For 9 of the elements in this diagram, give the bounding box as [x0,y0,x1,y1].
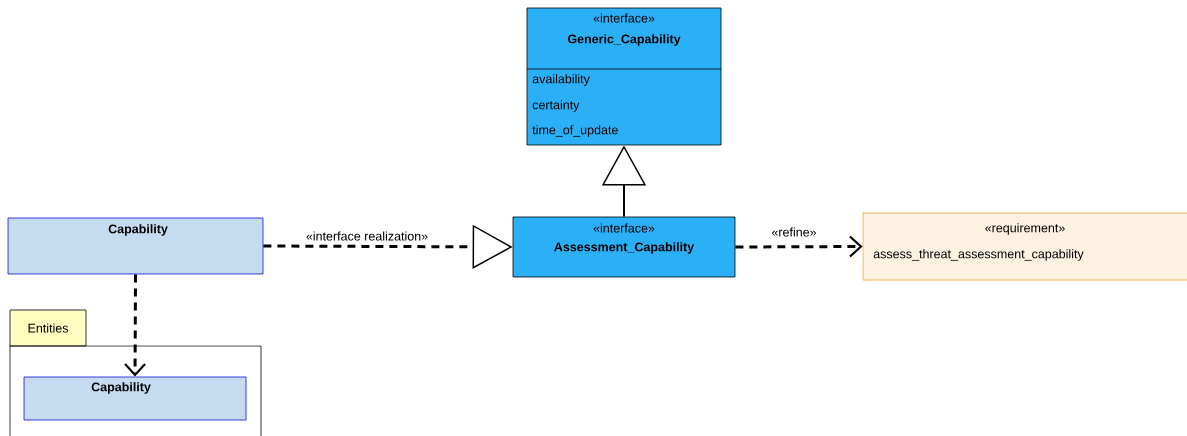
class-box: Capability [7,217,264,275]
interface-box: «interface» Assessment_Capability [512,216,736,278]
arrow [735,235,863,258]
arrow [124,274,146,377]
edge-label: «refine» [771,227,817,237]
class-box: Capability [23,376,247,421]
interface-box: «interface» Generic_Capability availability certainty time_of_update [526,7,722,146]
requirement-box: «requirement» assess_threat_assessment_capability [862,212,1187,281]
edge-label: «interface realization» [306,231,428,241]
